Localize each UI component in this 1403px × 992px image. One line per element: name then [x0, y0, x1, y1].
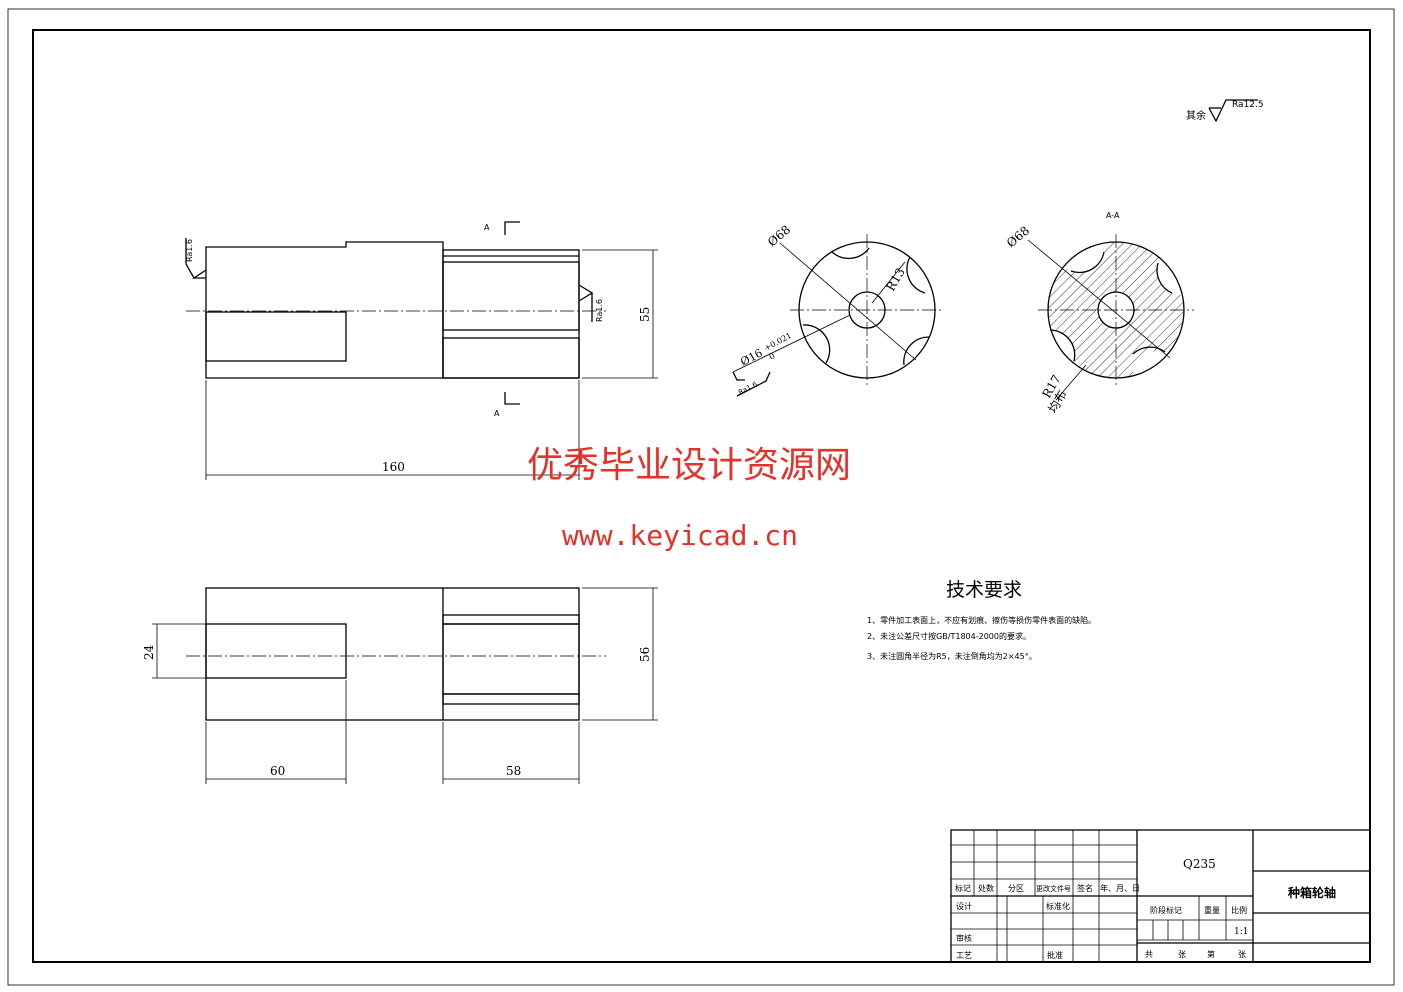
tb-sheet-unit2: 张 [1238, 950, 1246, 959]
inner-border [32, 29, 1371, 963]
end-radius: R13 [883, 265, 907, 293]
tb-standard: 标准化 [1046, 901, 1070, 911]
roughness-note-value: Ra12.5 [1232, 100, 1264, 110]
dim-height-56: 56 [638, 647, 652, 662]
dim-left-60: 60 [270, 764, 285, 778]
bottom-view: 24 56 60 58 [142, 587, 658, 784]
end-ra-bore: Ra1.6 [737, 380, 759, 397]
ra-left: Ra1.6 [185, 239, 194, 262]
watermark-url: www.keyicad.cn [562, 519, 798, 552]
section-mark-top: A [484, 223, 490, 232]
end-dia-outer: Ø68 [765, 222, 793, 249]
dim-length-160: 160 [382, 460, 405, 474]
tb-material: Q235 [1183, 857, 1216, 871]
section-dia-outer: Ø68 [1004, 223, 1032, 250]
roughness-note-label: 其余 [1186, 109, 1206, 122]
tb-scale: 1:1 [1234, 927, 1248, 937]
end-dia-bore: Ø16 [738, 346, 764, 368]
tech-requirements: 技术要求 1、零件加工表面上，不应有划痕、擦伤等损伤零件表面的缺陷。 2、未注公… [867, 579, 1096, 661]
section-mark-bottom: A [494, 409, 500, 418]
hdr-date: 年、月、日 [1100, 883, 1140, 893]
tech-title: 技术要求 [946, 579, 1022, 601]
front-view: A A Ra1.6 Ra1.6 55 160 [185, 221, 658, 480]
tb-design: 设计 [956, 901, 972, 911]
outer-border [7, 8, 1395, 986]
end-view: Ø68 R13 Ø16 +0.021 0 Ra1.6 [732, 222, 944, 397]
tb-approve: 批准 [1047, 950, 1063, 960]
section-view: A-A Ø68 R17 均布 [1004, 211, 1207, 416]
tb-sheets-total: 共 [1145, 950, 1153, 959]
title-block: 标记 处数 分区 更改文件号 签名 年、月、日 设计 标准化 审核 工艺 批准 … [950, 829, 1371, 963]
dim-bore-24: 24 [142, 644, 156, 660]
dim-right-58: 58 [506, 764, 521, 778]
tb-stage: 阶段标记 [1150, 905, 1182, 915]
ra-right: Ra1.6 [595, 299, 604, 322]
tb-part-name: 种箱轮轴 [1287, 885, 1336, 900]
tb-weight: 重量 [1204, 905, 1220, 915]
tb-scale-label: 比例 [1231, 905, 1247, 915]
dim-height-55: 55 [638, 307, 652, 322]
tb-sheets-unit: 张 [1178, 950, 1186, 959]
hdr-doc: 更改文件号 [1036, 884, 1071, 893]
roughness-note: 其余 Ra12.5 [1186, 99, 1264, 123]
end-bore-tol-lower: 0 [768, 351, 777, 361]
tb-process: 工艺 [956, 951, 972, 960]
section-title: A-A [1106, 211, 1120, 220]
watermark-title: 优秀毕业设计资源网 [527, 445, 851, 486]
tb-check: 审核 [956, 933, 972, 943]
tech-item-2: 2、未注公差尺寸按GB/T1804-2000的要求。 [867, 631, 1031, 641]
hdr-count: 处数 [978, 883, 994, 893]
hdr-zone: 分区 [1008, 884, 1024, 893]
tech-item-1: 1、零件加工表面上，不应有划痕、擦伤等损伤零件表面的缺陷。 [867, 615, 1096, 625]
tech-item-3: 3、未注圆角半径为R5，未注倒角均为2×45°。 [867, 651, 1037, 661]
end-bore-tol-upper: +0.021 [763, 331, 793, 353]
tb-sheet-no: 第 [1207, 949, 1215, 959]
hdr-sign: 签名 [1077, 883, 1093, 893]
hdr-mark: 标记 [955, 883, 971, 893]
